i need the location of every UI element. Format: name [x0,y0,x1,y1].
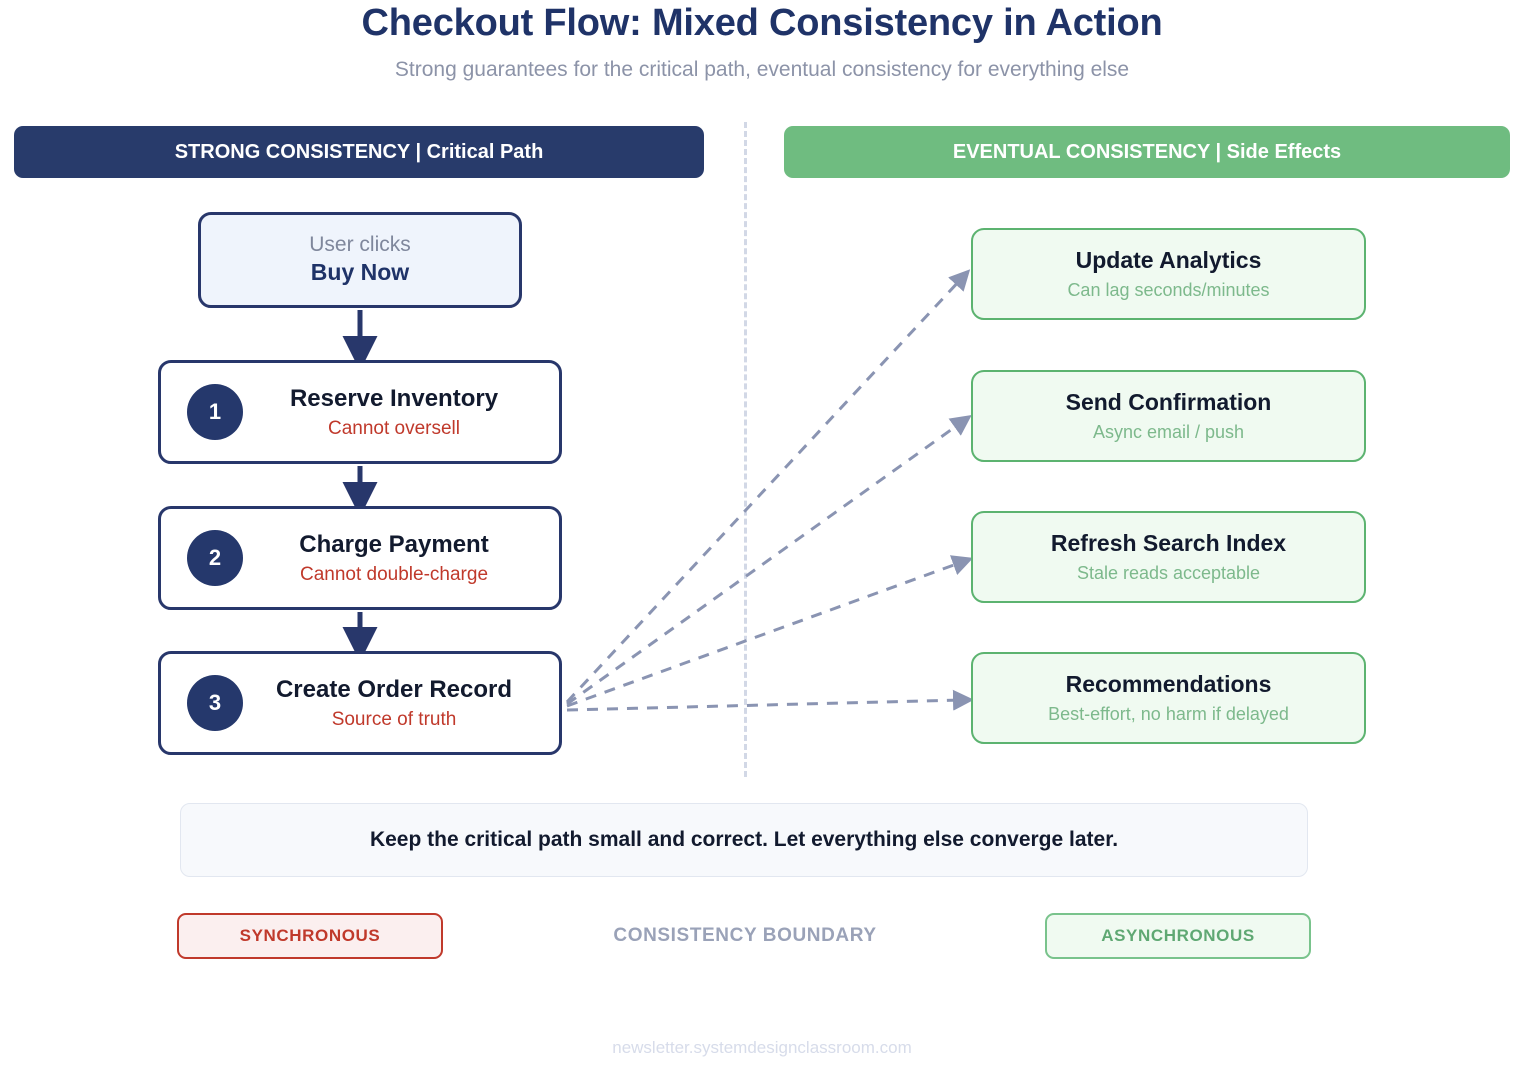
step-note: Cannot oversell [327,417,461,439]
arrow-order-to-update-analytics [565,269,971,704]
step-title: Create Order Record [275,675,513,703]
entry-box-subtitle: User clicks [309,232,411,256]
async-box-send-confirmation[interactable]: Send Confirmation Async email / push [971,370,1366,462]
step-text-wrap: Charge Payment Cannot double-charge [237,509,551,607]
page-title: Checkout Flow: Mixed Consistency in Acti… [361,2,1163,44]
async-box-recommendations[interactable]: Recommendations Best-effort, no harm if … [971,652,1366,744]
step-text-wrap: Reserve Inventory Cannot oversell [237,363,551,461]
legend-consistency-boundary: CONSISTENCY BOUNDARY [613,925,877,946]
async-note: Can lag seconds/minutes [1067,279,1270,300]
arrow-order-to-recommendations [566,689,974,712]
step-number-badge: 2 [187,530,243,586]
async-box-refresh-search-index[interactable]: Refresh Search Index Stale reads accepta… [971,511,1366,603]
step-number-badge: 3 [187,675,243,731]
async-note: Async email / push [1092,421,1245,442]
step-box-charge-payment[interactable]: 2 Charge Payment Cannot double-charge [158,506,562,610]
async-title: Recommendations [1065,670,1272,697]
legend-asynchronous-label: ASYNCHRONOUS [1101,926,1255,945]
async-title: Update Analytics [1075,246,1262,273]
async-box-update-analytics[interactable]: Update Analytics Can lag seconds/minutes [971,228,1366,320]
step-box-create-order-record[interactable]: 3 Create Order Record Source of truth [158,651,562,755]
entry-box-buy-now[interactable]: User clicks Buy Now [198,212,522,308]
step-title: Reserve Inventory [289,384,499,412]
arrow-order-to-send-confirmation [566,415,972,706]
step-text-wrap: Create Order Record Source of truth [237,654,551,752]
callout-banner: Keep the critical path small and correct… [180,803,1308,877]
legend-chip-synchronous: SYNCHRONOUS [177,913,443,959]
page-subtitle: Strong guarantees for the critical path,… [394,58,1130,81]
async-title: Refresh Search Index [1050,529,1287,556]
step-box-reserve-inventory[interactable]: 1 Reserve Inventory Cannot oversell [158,360,562,464]
step-title: Charge Payment [299,530,489,558]
column-header-eventual-consistency: EVENTUAL CONSISTENCY | Side Effects [784,126,1510,178]
step-number-badge: 1 [187,384,243,440]
async-note: Stale reads acceptable [1076,562,1261,583]
legend-chip-asynchronous: ASYNCHRONOUS [1045,913,1311,959]
async-note: Best-effort, no harm if delayed [1048,703,1289,724]
legend-synchronous-label: SYNCHRONOUS [239,926,381,945]
consistency-boundary-divider [744,122,747,777]
column-header-strong-label: STRONG CONSISTENCY | Critical Path [174,140,544,163]
arrow-order-to-refresh-search-index [566,555,974,708]
column-header-eventual-label: EVENTUAL CONSISTENCY | Side Effects [952,140,1342,163]
async-title: Send Confirmation [1065,388,1272,415]
column-header-strong-consistency: STRONG CONSISTENCY | Critical Path [14,126,704,178]
footer-url: newsletter.systemdesignclassroom.com [612,1038,912,1057]
step-note: Cannot double-charge [299,563,489,585]
step-note: Source of truth [331,708,457,730]
entry-box-title: Buy Now [310,259,410,286]
callout-text: Keep the critical path small and correct… [369,828,1119,851]
